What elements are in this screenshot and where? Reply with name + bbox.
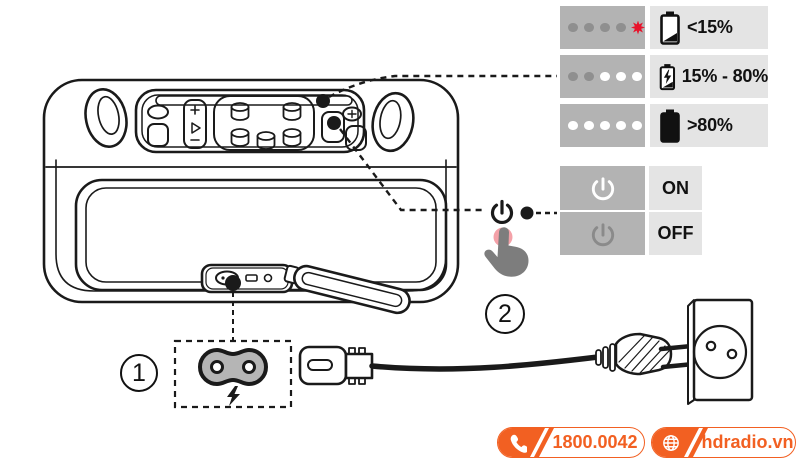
globe-icon <box>663 435 679 451</box>
led-row-low <box>560 6 645 49</box>
battery-low-label: <15% <box>687 17 733 37</box>
step-2-badge: 2 <box>485 294 525 334</box>
led-dot-icon <box>568 71 578 82</box>
led-row-full <box>560 104 645 147</box>
c7-callout-box <box>173 339 293 409</box>
volume-button <box>183 99 207 149</box>
battery-full-row: >80% <box>650 104 768 147</box>
wall-outlet-illustration <box>687 298 754 405</box>
power-on-key <box>560 166 645 210</box>
phone-icon <box>510 434 527 453</box>
mode-button <box>147 123 169 147</box>
website-url: hdradio.vn <box>701 432 794 452</box>
led-dot-icon <box>568 120 578 131</box>
battery-mid-label: 15% - 80% <box>681 66 768 86</box>
callout-dot-power <box>327 116 341 130</box>
power-on-label: ON <box>649 166 702 210</box>
callout-dot-symbol <box>520 206 534 220</box>
led-dot-icon <box>584 71 594 82</box>
led-dot-icon <box>616 22 626 33</box>
led-dot-icon <box>632 120 642 131</box>
carry-strap <box>283 264 411 315</box>
tap-finger-icon <box>484 227 529 277</box>
power-off-key <box>560 212 645 255</box>
led-dot-icon <box>584 22 594 33</box>
power-off-label: OFF <box>649 212 702 255</box>
led-dot-icon <box>632 71 642 82</box>
battery-mid-row: 15% - 80% <box>650 55 768 98</box>
power-symbol-icon <box>490 199 514 224</box>
c7-connector-icon <box>198 348 268 386</box>
power-icon <box>591 222 614 246</box>
led-dot-icon <box>584 120 594 131</box>
led-dot-icon <box>568 22 578 33</box>
usb-port <box>245 274 258 282</box>
battery-low-icon <box>660 11 680 45</box>
bluetooth-button <box>342 106 362 122</box>
right-handle <box>371 91 415 153</box>
website-badge: hdradio.vn <box>651 427 796 458</box>
callout-dot-inlet <box>225 275 241 291</box>
callout-dashed-lines <box>232 74 557 340</box>
tone-knobs <box>230 102 302 150</box>
speaker-illustration <box>42 78 460 315</box>
callout-dot-led <box>316 94 330 108</box>
port-panel <box>200 263 294 294</box>
led-dot-icon <box>600 71 610 82</box>
left-handle <box>84 88 128 148</box>
led-dot-icon <box>600 120 610 131</box>
hotline-number: 1800.0042 <box>552 432 638 452</box>
hotline-badge: 1800.0042 <box>497 427 645 458</box>
power-cable-illustration <box>298 345 601 386</box>
battery-low-row: <15% <box>650 6 768 49</box>
aux-port <box>263 273 273 283</box>
battery-full-label: >80% <box>687 115 733 135</box>
battery-charging-icon <box>659 63 676 90</box>
led-dot-icon <box>616 71 626 82</box>
led-dot-icon <box>600 22 610 33</box>
lightning-bolt-icon <box>227 386 240 406</box>
power-button <box>321 111 345 143</box>
led-dot-icon <box>616 120 626 131</box>
step-1-badge: 1 <box>120 354 158 392</box>
battery-full-icon <box>660 109 680 143</box>
mic-button <box>147 104 169 120</box>
power-icon <box>591 177 614 201</box>
led-row-mid <box>560 55 645 98</box>
led-dot-blinking-icon <box>631 20 645 35</box>
